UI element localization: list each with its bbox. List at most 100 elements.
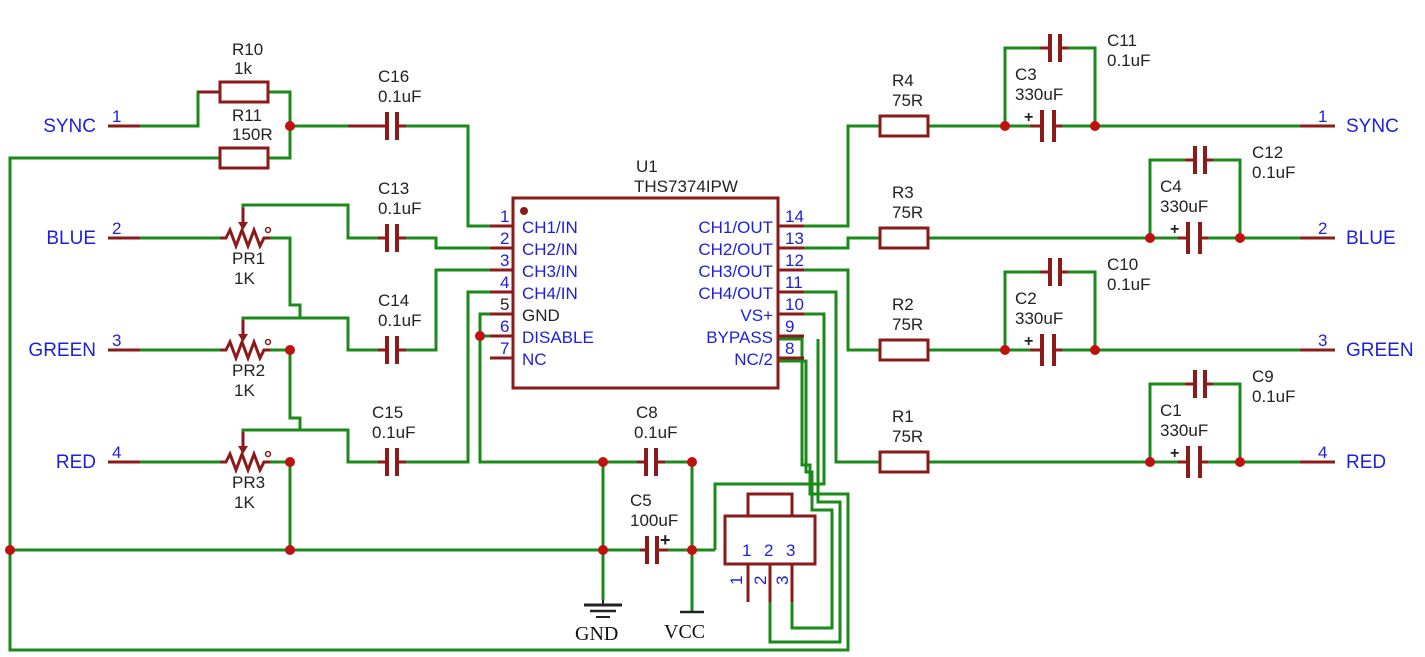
resistor-r1: R1 75R xyxy=(878,407,930,474)
ic-pin-7-num: 7 xyxy=(500,339,509,358)
c1-value: 330uF xyxy=(1160,421,1208,440)
c9-value: 0.1uF xyxy=(1252,387,1295,406)
svg-text:+: + xyxy=(1170,221,1179,238)
ic-pin-2-num: 2 xyxy=(500,229,509,248)
c14-value: 0.1uF xyxy=(378,311,421,330)
c12-value: 0.1uF xyxy=(1252,163,1295,182)
ic-pin-14-num: 14 xyxy=(785,207,804,226)
polar-capacitor-c3: + C3 330uF xyxy=(1015,65,1063,142)
port-blue-in: BLUE xyxy=(46,228,96,249)
ic-pin-2-name: CH2/IN xyxy=(522,240,578,259)
wires xyxy=(8,46,1300,652)
c15-value: 0.1uF xyxy=(372,423,415,442)
r4-ref: R4 xyxy=(892,71,914,90)
c4-value: 330uF xyxy=(1160,197,1208,216)
port-sync-in: SYNC xyxy=(43,116,96,137)
ic-pin-11-name: CH4/OUT xyxy=(698,284,773,303)
potentiometer-pr1: PR1 1K xyxy=(220,208,272,288)
pr2-value: 1K xyxy=(234,381,255,400)
ic-u1: U1 THS7374IPW 1 CH1/IN 2 CH2/IN 3 CH3/IN… xyxy=(490,157,804,390)
c5-value: 100uF xyxy=(630,511,678,530)
ic-pin-3-name: CH3/IN xyxy=(522,262,578,281)
c12-ref: C12 xyxy=(1252,143,1283,162)
r3-value: 75R xyxy=(892,203,923,222)
pr1-value: 1K xyxy=(234,269,255,288)
c2-value: 330uF xyxy=(1015,309,1063,328)
capacitor-c11: C11 0.1uF xyxy=(1040,31,1150,70)
svg-text:+: + xyxy=(1024,333,1033,350)
ic-pin-3-num: 3 xyxy=(500,251,509,270)
capacitor-c9: C9 0.1uF xyxy=(1185,367,1295,406)
ic-pin-8-name: NC/2 xyxy=(734,350,773,369)
polar-capacitor-c2: + C2 330uF xyxy=(1015,289,1063,366)
port-red-in-pin: 4 xyxy=(112,443,121,462)
c4-ref: C4 xyxy=(1160,177,1182,196)
ic-pin-4-name: CH4/IN xyxy=(522,284,578,303)
r2-ref: R2 xyxy=(892,295,914,314)
port-red-in: RED xyxy=(56,452,96,473)
ic-pin-9-name: BYPASS xyxy=(706,328,773,347)
pr2-ref: PR2 xyxy=(232,361,265,380)
c8-ref: C8 xyxy=(636,403,658,422)
ic-pin-12-num: 12 xyxy=(785,251,804,270)
polar-capacitor-c5: + C5 100uF xyxy=(630,491,678,564)
ic-ref: U1 xyxy=(636,157,658,176)
c9-ref: C9 xyxy=(1252,367,1274,386)
c5-ref: C5 xyxy=(630,491,652,510)
port-blue-out: BLUE xyxy=(1346,228,1396,249)
reg-bottom-pin-1: 1 xyxy=(727,576,746,585)
polar-capacitor-c1: + C1 330uF xyxy=(1160,401,1208,478)
reg-top-pin-1: 1 xyxy=(742,541,751,560)
svg-text:+: + xyxy=(1024,109,1033,126)
vcc-label: VCC xyxy=(664,621,705,643)
ic-pin-6-num: 6 xyxy=(500,317,509,336)
capacitor-c16: C16 0.1uF xyxy=(348,67,421,140)
capacitor-c8: C8 0.1uF xyxy=(634,403,677,476)
c15-ref: C15 xyxy=(372,403,403,422)
ic-left-pins: 1 CH1/IN 2 CH2/IN 3 CH3/IN 4 CH4/IN 5 GN… xyxy=(490,207,594,369)
svg-text:+: + xyxy=(660,530,671,550)
c10-ref: C10 xyxy=(1107,255,1138,274)
c13-ref: C13 xyxy=(378,179,409,198)
c16-ref: C16 xyxy=(378,67,409,86)
ic-part: THS7374IPW xyxy=(634,177,738,196)
port-red-out-pin: 4 xyxy=(1318,443,1327,462)
resistor-r11: R11 150R xyxy=(218,106,273,170)
ic-pin-10-num: 10 xyxy=(785,295,804,314)
ic-pin-5-num: 5 xyxy=(500,295,509,314)
c8-value: 0.1uF xyxy=(634,423,677,442)
r10-ref: R10 xyxy=(232,40,263,59)
vcc-symbol: VCC xyxy=(664,610,705,643)
port-sync-out-pin: 1 xyxy=(1318,107,1327,126)
capacitor-c12: C12 0.1uF xyxy=(1185,143,1295,182)
ic-pin-5-name: GND xyxy=(522,306,560,325)
ic-pin-8-num: 8 xyxy=(785,339,794,358)
resistor-r4: R4 75R xyxy=(878,71,930,138)
ic-right-pins: 14 CH1/OUT 13 CH2/OUT 12 CH3/OUT 11 CH4/… xyxy=(698,207,804,369)
resistor-r3: R3 75R xyxy=(878,183,930,250)
pr1-ref: PR1 xyxy=(232,249,265,268)
c11-value: 0.1uF xyxy=(1107,51,1150,70)
potentiometer-pr2: PR2 1K xyxy=(220,320,272,400)
c10-value: 0.1uF xyxy=(1107,275,1150,294)
capacitor-c10: C10 0.1uF xyxy=(1040,255,1150,294)
potentiometer-pr3: PR3 1K xyxy=(220,432,272,512)
ic-pin-1-name: CH1/IN xyxy=(522,218,578,237)
capacitor-c15: C15 0.1uF xyxy=(372,403,415,476)
ic-pin-14-name: CH1/OUT xyxy=(698,218,773,237)
ic-pin-9-num: 9 xyxy=(785,317,794,336)
port-sync-out: SYNC xyxy=(1346,116,1399,137)
port-green-out-pin: 3 xyxy=(1318,331,1327,350)
c13-value: 0.1uF xyxy=(378,199,421,218)
r2-value: 75R xyxy=(892,315,923,334)
r11-value: 150R xyxy=(232,125,273,144)
c3-ref: C3 xyxy=(1015,65,1037,84)
regulator: 1 2 3 1 2 3 xyxy=(723,492,817,602)
resistor-r2: R2 75R xyxy=(878,295,930,362)
polar-capacitor-c4: + C4 330uF xyxy=(1160,177,1208,254)
c2-ref: C2 xyxy=(1015,289,1037,308)
port-sync-in-pin: 1 xyxy=(112,107,121,126)
port-green-out: GREEN xyxy=(1346,340,1414,361)
pr3-ref: PR3 xyxy=(232,473,265,492)
